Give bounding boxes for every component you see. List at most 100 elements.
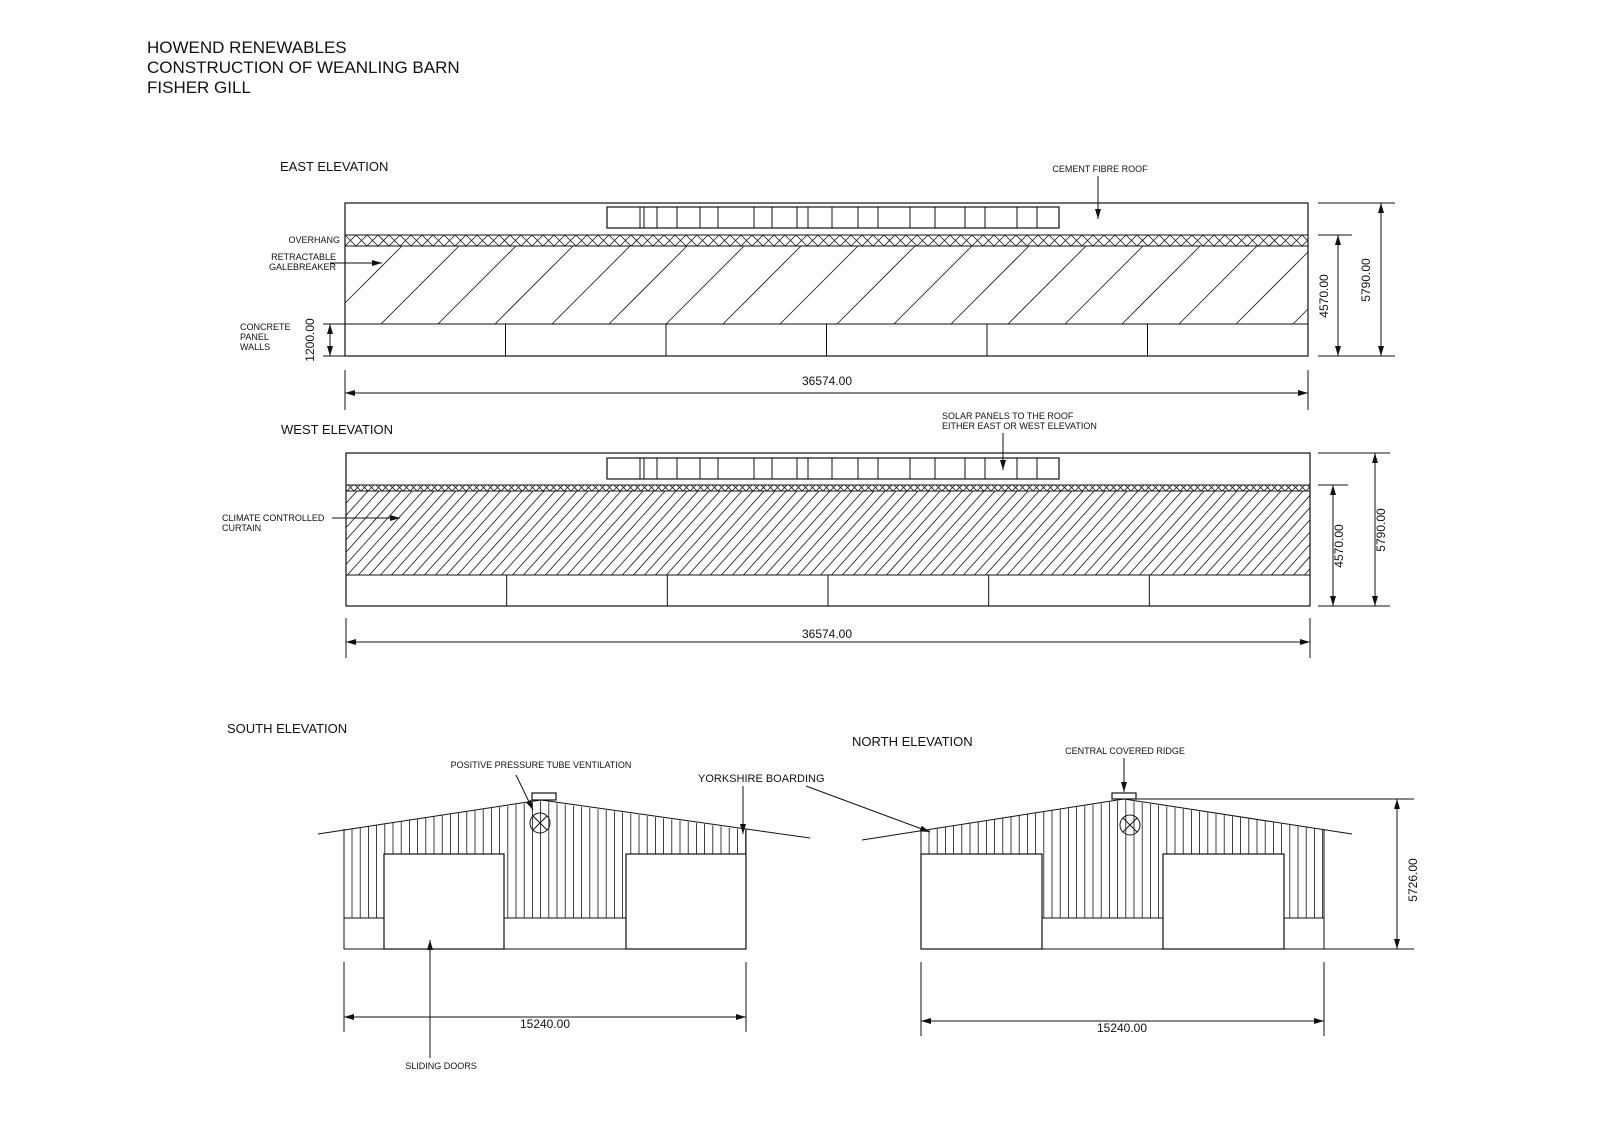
hatch-line [1029,490,1106,576]
hatch-line [424,490,501,576]
hatch-line [347,484,355,492]
hatch-line [388,484,396,492]
hatch-line [1015,234,1028,247]
hatch-line [1116,484,1124,492]
hatch-line [345,490,358,504]
hatch-line [1123,484,1131,492]
hatch-line [575,234,588,247]
hatch-line [608,234,621,247]
hatch-line [437,245,517,325]
hatch-line [486,484,494,492]
hatch-line [732,490,809,576]
hatch-line [416,484,424,492]
hatch-line [402,490,479,576]
hatch-line [577,484,585,492]
hatch-line [1238,495,1311,576]
hatch-line [1007,245,1087,325]
hatch-line [677,490,754,576]
hatch-line [950,245,1030,325]
hatch-line [652,234,665,247]
hatch-line [817,234,830,247]
hatch-line [1059,234,1072,247]
hatch-line [963,490,1040,576]
hatch-line [417,484,425,492]
hatch-line [564,234,577,247]
hatch-line [1095,484,1103,492]
hatch-line [836,484,844,492]
hatch-line [550,484,558,492]
hatch-line [374,484,382,492]
hatch-line [830,484,838,492]
hatch-line [512,490,589,576]
hatch-line [1054,484,1062,492]
hatch-line [465,234,478,247]
hatch-line [942,484,950,492]
hatch-line [711,484,719,492]
west-elevation: WEST ELEVATION SOLAR PANELS TO THE ROOF … [222,411,1390,658]
hatch-line [1103,484,1111,492]
hatch-line [1047,484,1055,492]
hatch-line [1202,234,1215,247]
hatch-line [402,484,410,492]
hatch-line [1092,234,1105,247]
hatch-line [1095,490,1172,576]
hatch-line [1215,484,1223,492]
hatch-line [696,234,709,247]
hatch-line [822,484,830,492]
hatch-line [828,234,841,247]
hatch-line [634,484,642,492]
hatch-line [452,484,460,492]
south-elevation-title: SOUTH ELEVATION [227,721,347,736]
hatch-line [1125,234,1138,247]
hatch-line [689,484,697,492]
hatch-line [1207,484,1215,492]
solar-panel-array [606,457,1060,480]
hatch-line [914,484,922,492]
hatch-line [476,234,489,247]
hatch-line [864,484,872,492]
hatch-line [899,484,907,492]
hatch-line [1277,484,1285,492]
hatch-line [1046,484,1054,492]
hatch-line [1301,239,1309,247]
hatch-line [585,484,593,492]
hatch-line [1004,484,1012,492]
hatch-line [1213,234,1226,247]
sliding-door-right [625,853,747,950]
hatch-line [501,484,509,492]
hatch-line [857,484,865,492]
hatch-line [421,234,434,247]
hatch-line [997,484,1005,492]
hatch-line [1025,484,1033,492]
hatch-line [1048,234,1061,247]
hatch-line [529,484,537,492]
hatch-line [662,484,670,492]
hatch-line [1268,234,1281,247]
hatch-line [345,490,391,541]
hatch-line [380,245,460,325]
hatch-line [752,484,760,492]
hatch-line [710,490,787,576]
hatch-line [697,484,705,492]
hatch-line [1089,484,1097,492]
hatch-line [1282,544,1311,576]
hatch-line [806,234,819,247]
hatch-line [703,484,711,492]
hatch-line [916,234,929,247]
hatch-line [1178,245,1258,325]
hatch-line [633,484,641,492]
hatch-line [501,490,578,576]
yorkshire-boarding-lines [928,800,1323,918]
hatch-line [1249,484,1257,492]
hatch-line [815,484,823,492]
hatch-line [445,484,453,492]
hatch-line [1242,484,1250,492]
hatch-line [729,234,742,247]
hatch-line [1067,484,1075,492]
hatch-line [479,484,487,492]
galebreaker-label: GALEBREAKER [269,262,337,272]
hatch-line [557,484,565,492]
hatch-line [850,234,863,247]
sliding-door [1162,853,1285,950]
